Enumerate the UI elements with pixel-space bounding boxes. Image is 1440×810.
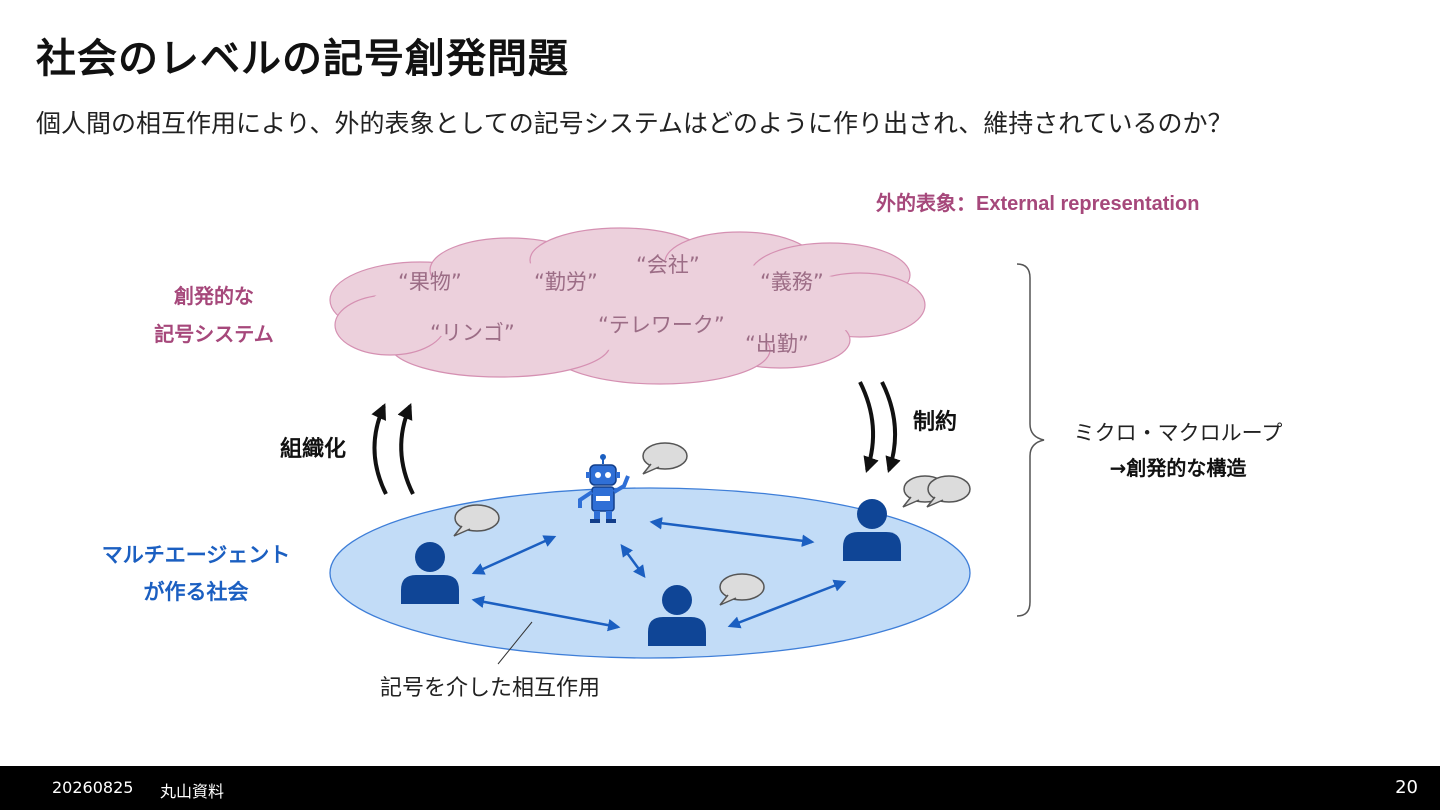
page-number: 20 [1395, 777, 1418, 798]
cloud-words: “果物” “勤労” “会社” “義務” “リンゴ” “テレワーク” “出勤” [398, 253, 824, 356]
organize-label: 組織化 [280, 436, 346, 462]
slide-title: 社会のレベルの記号創発問題 [36, 36, 569, 82]
footer-date: 20260825 [52, 778, 134, 797]
external-representation-label: 外的表象：External representation [876, 191, 1199, 215]
interaction-pointer-line [497, 621, 533, 665]
constraint-arrows [858, 381, 901, 474]
cloud-word: “義務” [760, 270, 824, 294]
diagram-canvas: 外的表象：External representation “果物” “勤労” “… [102, 191, 1283, 701]
emergent-system-label-line2: 記号システム [154, 322, 273, 346]
micro-macro-loop-label: ミクロ・マクロループ [1074, 421, 1283, 445]
cloud-word: “テレワーク” [598, 313, 725, 337]
footer-bar: 20260825 丸山資料 20 [0, 766, 1440, 810]
interaction-arrows [471, 517, 847, 632]
cloud-word: “会社” [636, 253, 700, 277]
speech-bubble-icon [453, 504, 500, 537]
robot-agent-icon [578, 454, 630, 523]
organize-arrows [371, 403, 415, 495]
speech-bubble-icon [642, 442, 688, 475]
agent-person-center [648, 585, 706, 646]
speech-bubbles [453, 442, 971, 606]
constraint-label: 制約 [913, 409, 957, 435]
curly-brace [1016, 263, 1045, 617]
footer-author: 丸山資料 [160, 782, 225, 801]
cloud-word: “勤労” [534, 270, 598, 294]
society-label-line1: マルチエージェント [102, 543, 291, 567]
slide-subtitle: 個人間の相互作用により、外的表象としての記号システムはどのように作り出され、維持… [36, 109, 1233, 138]
interaction-label: 記号を介した相互作用 [380, 676, 600, 701]
emergent-structure-label: →創発的な構造 [1110, 456, 1248, 480]
emergent-system-label-line1: 創発的な [173, 284, 254, 308]
cloud-word: “果物” [398, 270, 462, 294]
cloud-word: “出勤” [745, 332, 809, 356]
cloud-word: “リンゴ” [430, 321, 515, 345]
speech-bubble-icon [719, 573, 765, 606]
cloud-fill [370, 260, 890, 350]
agent-person-left [401, 542, 459, 604]
speech-bubble-icon [926, 475, 971, 508]
agent-person-right [843, 499, 901, 561]
society-label-line2: が作る社会 [144, 580, 249, 604]
